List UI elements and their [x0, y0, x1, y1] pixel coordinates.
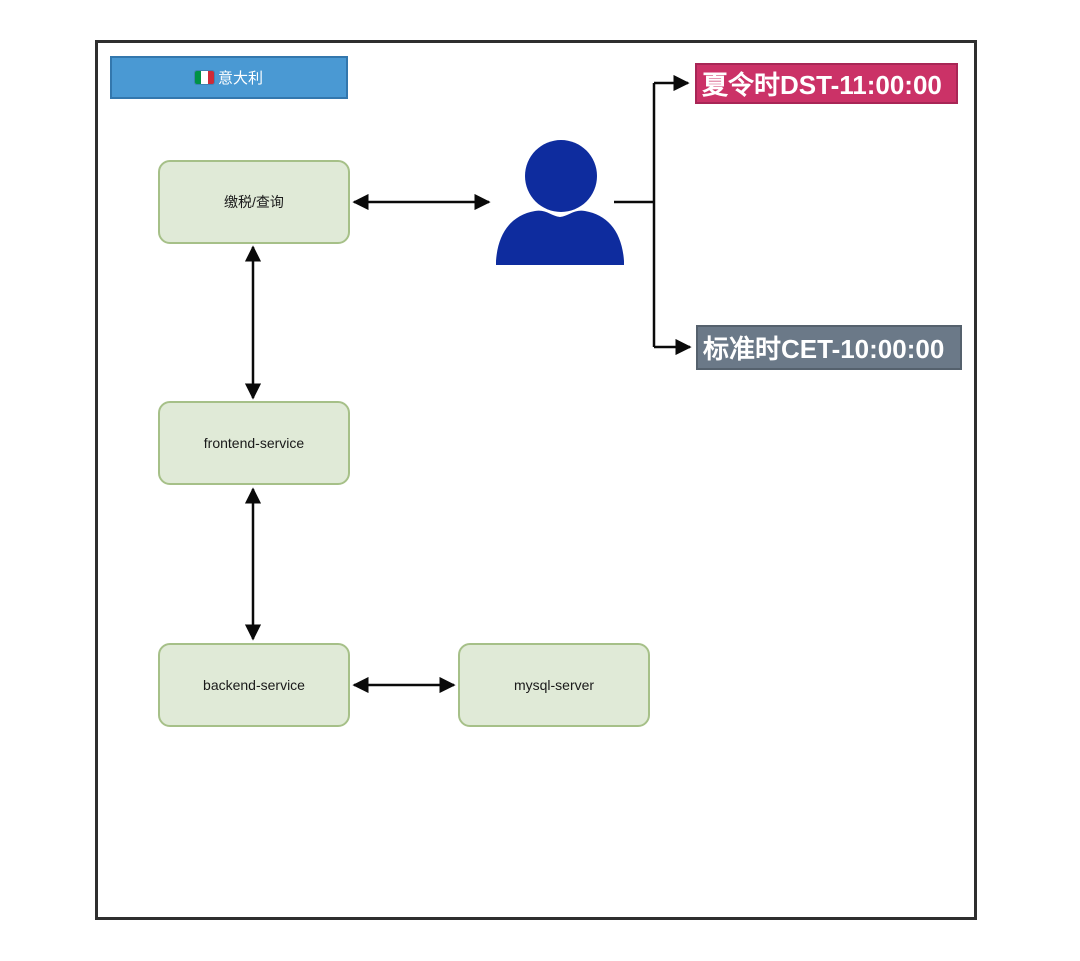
node-label: frontend-service	[203, 435, 305, 451]
country-banner: 意大利	[110, 56, 348, 99]
dst-time-badge: 夏令时DST-11:00:00	[695, 63, 958, 104]
cet-time-text: 标准时CET-10:00:00	[703, 334, 945, 364]
node-label: 缴税/查询	[224, 194, 284, 210]
node-label: mysql-server	[513, 677, 595, 693]
node-frontend-service: frontend-service	[158, 401, 350, 485]
node-tax-query: 缴税/查询	[158, 160, 350, 244]
country-label: 意大利	[217, 70, 263, 87]
italy-flag-icon	[194, 71, 214, 84]
node-mysql-server: mysql-server	[458, 643, 650, 727]
cet-time-badge: 标准时CET-10:00:00	[696, 325, 962, 370]
node-label: backend-service	[203, 677, 305, 693]
dst-time-text: 夏令时DST-11:00:00	[702, 70, 942, 100]
node-backend-service: backend-service	[158, 643, 350, 727]
